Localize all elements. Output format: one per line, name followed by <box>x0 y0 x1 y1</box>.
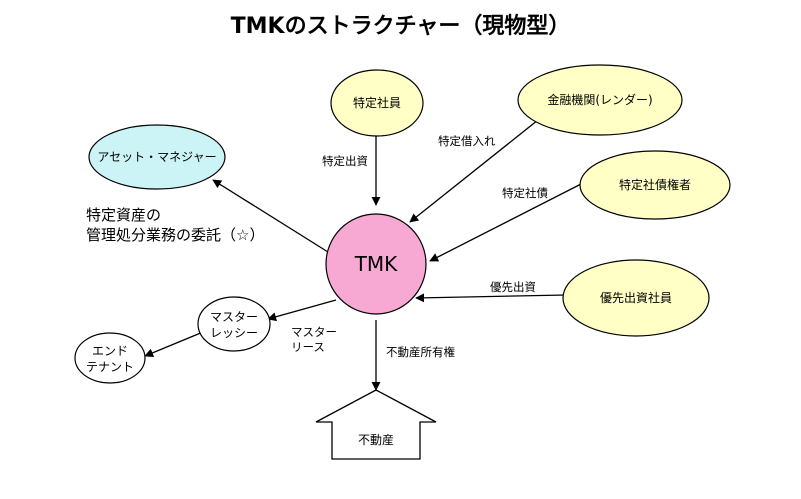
node-lender: 金融機関(レンダー) <box>547 93 653 107</box>
edge-label-tokutei-shasai: 特定社債 <box>502 186 548 200</box>
node-tmk: TMK <box>354 252 398 276</box>
edge-label-ownership: 不動産所有権 <box>386 345 455 359</box>
node-tokutei-shain: 特定社員 <box>352 96 401 110</box>
node-real-estate-shape <box>315 389 437 460</box>
edge-yusen-shusshi <box>415 293 567 303</box>
delegation-note: 特定資産の 管理処分業務の委託（☆） <box>86 206 265 244</box>
edge-label-tokutei-kariire: 特定借入れ <box>438 134 496 148</box>
edge-master-lease <box>267 299 337 322</box>
node-end-tenant-shape <box>74 332 146 384</box>
node-lender-shape <box>517 64 683 136</box>
edge-label-yusen-shusshi: 優先出資 <box>490 280 536 294</box>
diagram-title: TMKのストラクチャー（現物型） <box>230 14 571 39</box>
edge-label-master-lease: マスター リース <box>291 325 337 354</box>
node-master-lessee: マスター レッシー <box>209 310 258 340</box>
node-asset-manager-shape <box>88 124 226 190</box>
node-preferred-shape <box>562 259 710 337</box>
edge-tokutei-kariire <box>409 119 539 223</box>
node-real-estate: 不動産 <box>357 433 394 447</box>
node-tokutei-shain-shape <box>330 69 424 137</box>
edge-tokutei-shasai <box>429 182 584 262</box>
edge-sublease <box>144 331 204 358</box>
edge-asset-management <box>212 179 329 253</box>
node-preferred: 優先出資社員 <box>599 291 672 305</box>
node-end-tenant: エンド テナント <box>85 344 134 374</box>
node-bondholder-shape <box>579 150 731 220</box>
edge-label-tokutei-shusshi: 特定出資 <box>322 154 368 168</box>
node-bondholder: 特定社債権者 <box>618 178 691 192</box>
node-tmk-shape <box>325 213 427 315</box>
node-asset-manager: アセット・マネジャー <box>97 150 217 164</box>
node-master-lessee-shape <box>197 296 271 352</box>
